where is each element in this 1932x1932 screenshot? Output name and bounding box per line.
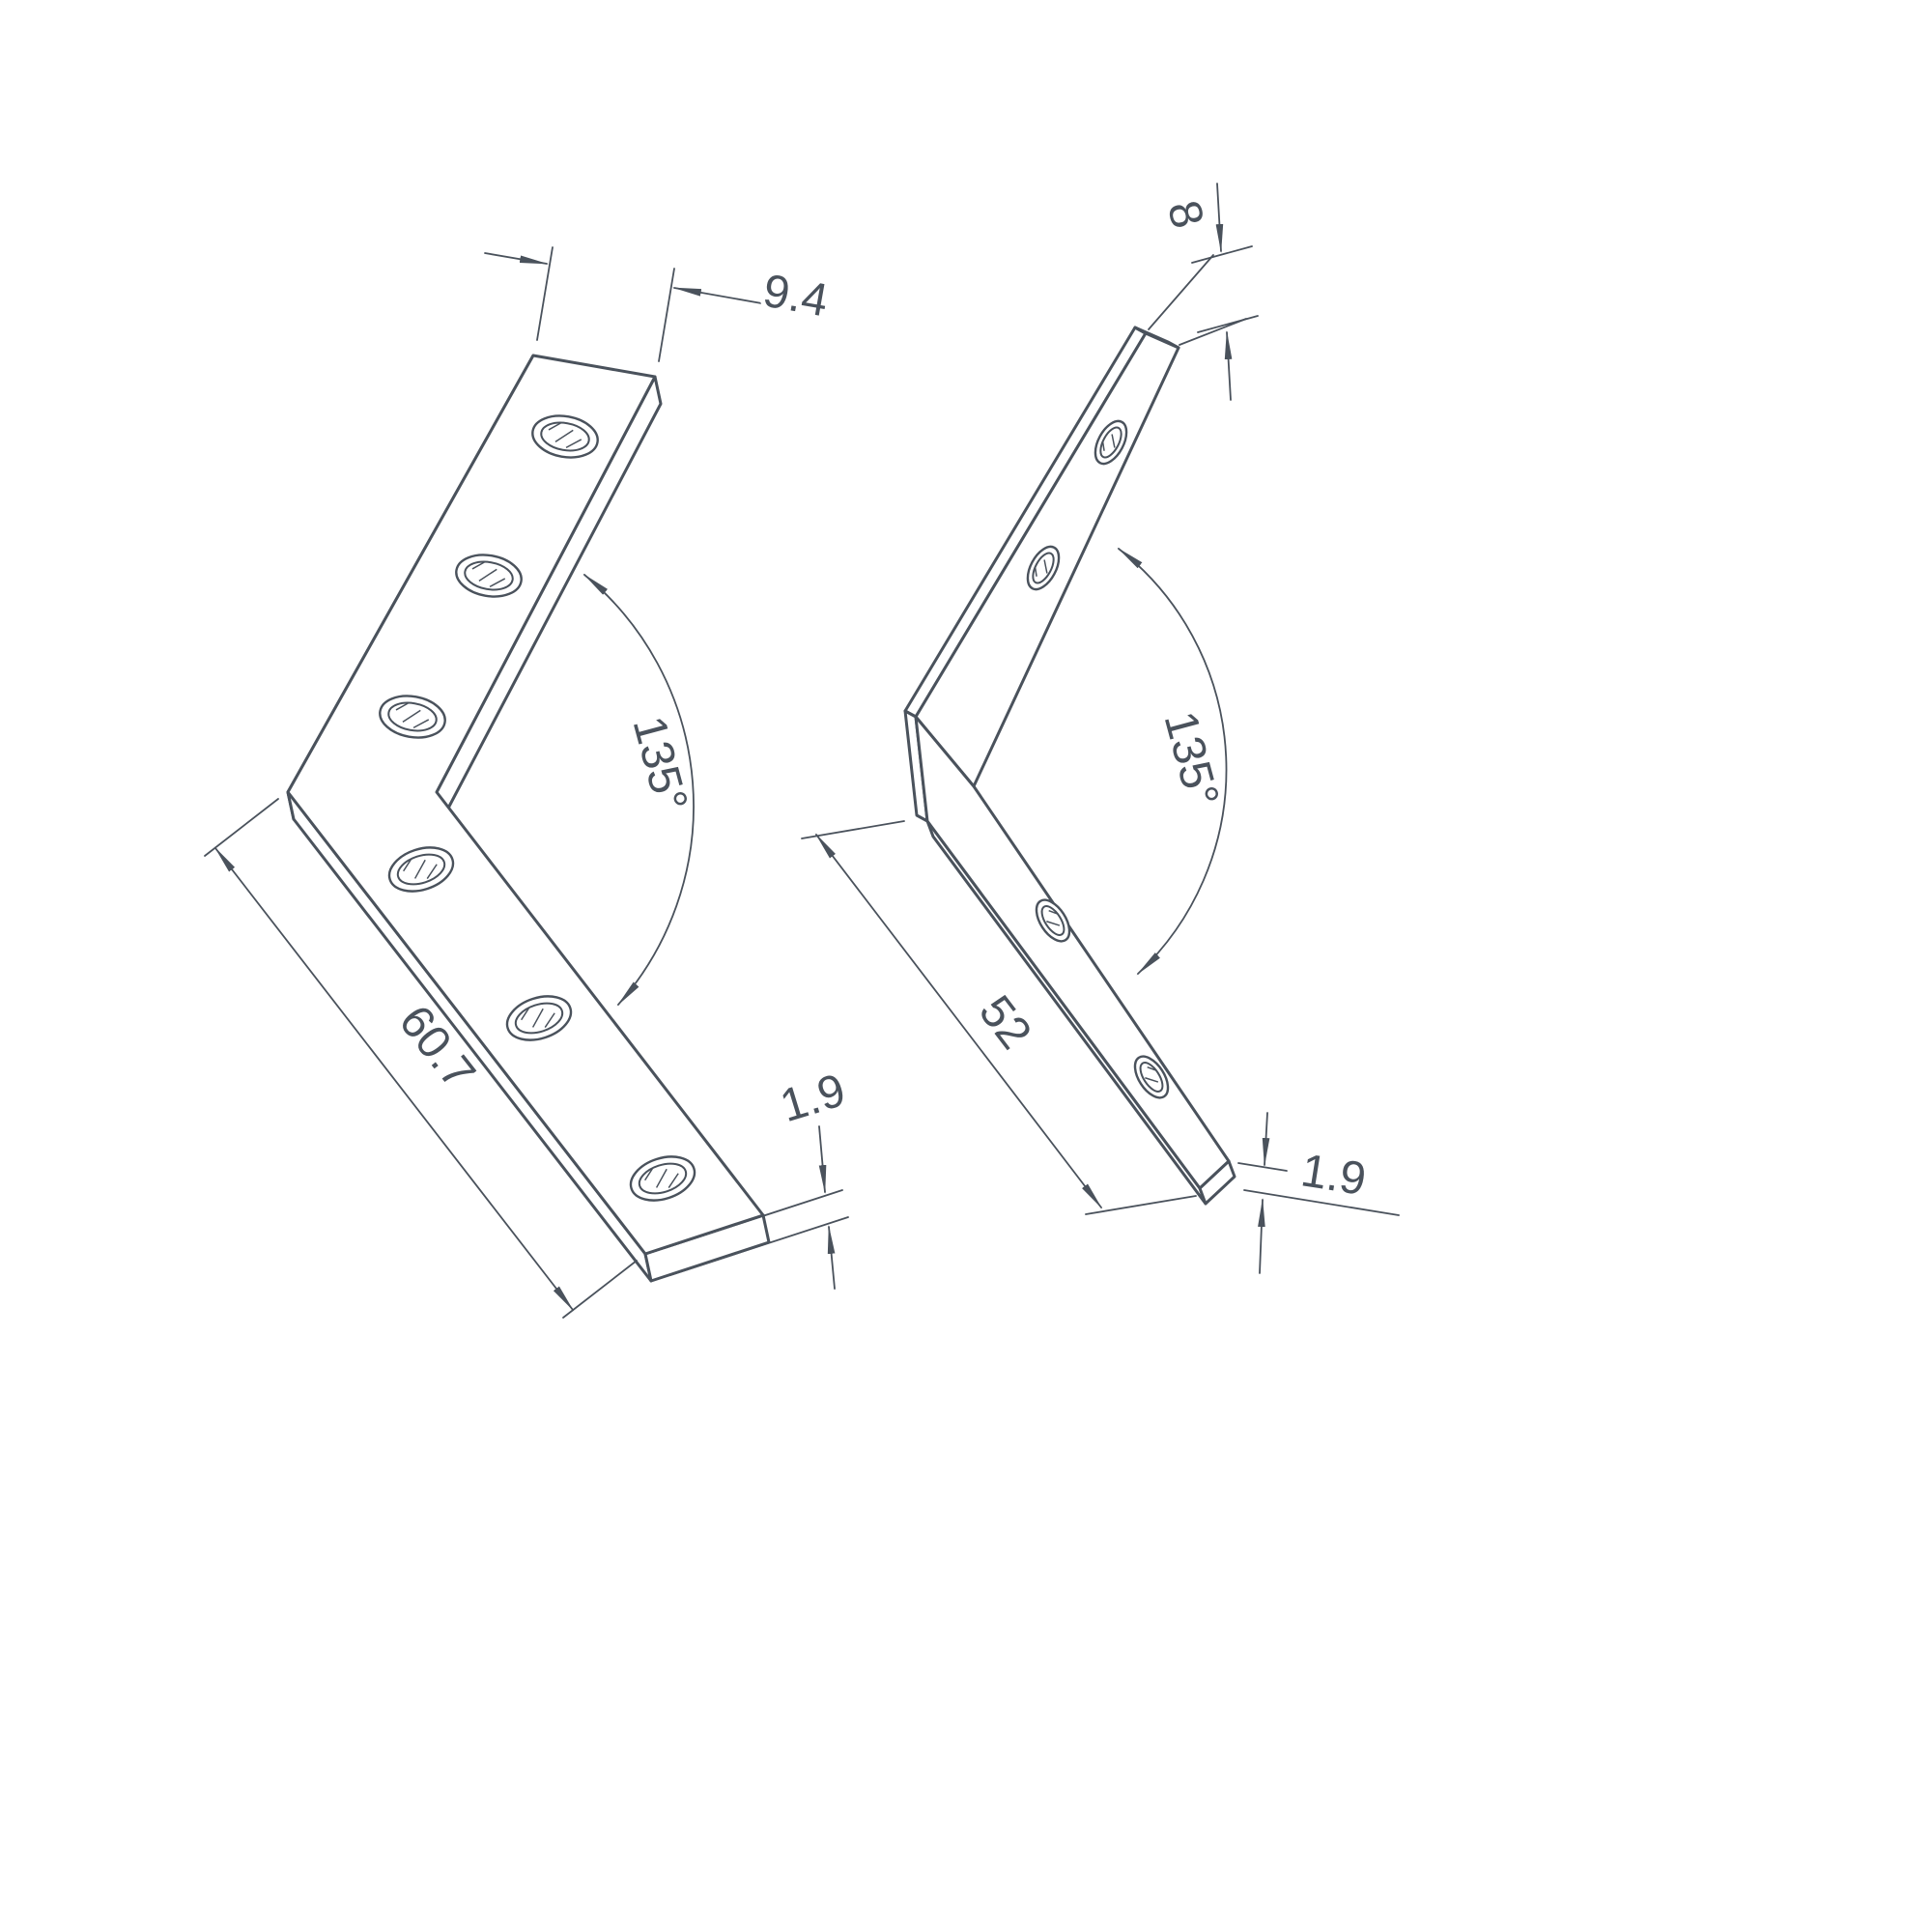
dimension-arrow — [1262, 1112, 1270, 1167]
dimension-arrow — [672, 287, 768, 305]
extension-line — [536, 246, 554, 341]
extension-line — [1085, 1195, 1197, 1215]
dim-label-side-width: 8 — [1157, 195, 1213, 234]
corner-bracket-front-view — [286, 354, 771, 1283]
extension-line — [1237, 1162, 1288, 1172]
extension-line — [658, 268, 675, 362]
angle-arc — [582, 573, 695, 1007]
dimension-arrow — [1258, 1198, 1265, 1274]
dimension-line — [213, 846, 575, 1312]
dimension-arrow — [1215, 183, 1224, 253]
extension-line — [1179, 318, 1247, 346]
extension-line — [204, 798, 279, 857]
dimension-arrow — [484, 252, 549, 265]
dim-label-side-angle: 135° — [1154, 706, 1229, 812]
extension-line — [669, 1216, 849, 1276]
dimension-front-angle: 135° — [582, 573, 701, 1007]
dimension-tick — [1191, 245, 1253, 264]
extension-line — [664, 1189, 843, 1249]
dimension-side-angle: 135° — [1117, 547, 1233, 976]
dimension-arrow — [827, 1225, 836, 1290]
extension-line — [1243, 1189, 1400, 1216]
dimension-front-width: 9.4 — [484, 246, 837, 362]
dimension-line — [814, 833, 1103, 1209]
dimension-side-thickness: 1.9 — [1237, 1112, 1400, 1274]
extension-line — [562, 1260, 638, 1319]
dimension-tick — [1197, 315, 1259, 333]
dimension-arrow — [1224, 330, 1233, 401]
extension-line — [1148, 254, 1214, 330]
dimension-arrow — [818, 1125, 827, 1194]
dim-label-front-width: 9.4 — [759, 266, 832, 327]
dim-label-front-angle: 135° — [623, 711, 697, 817]
dim-label-side-thickness: 1.9 — [1297, 1145, 1369, 1206]
angle-arc — [1117, 547, 1228, 976]
dim-label-front-thickness: 1.9 — [775, 1065, 851, 1132]
